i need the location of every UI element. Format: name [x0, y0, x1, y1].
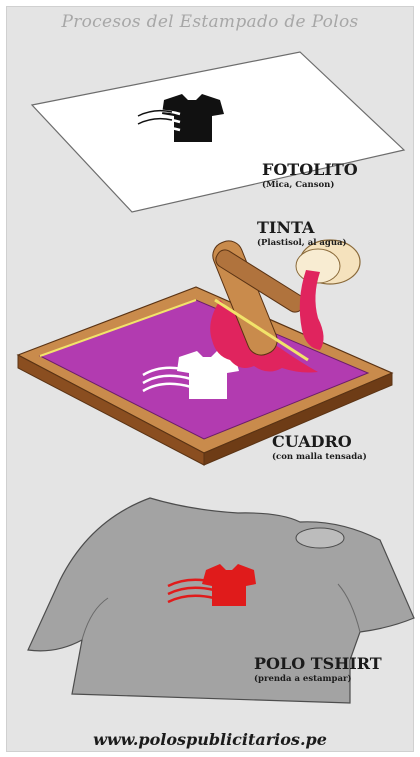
step-polo-detail: (prenda a estampar) — [254, 674, 382, 684]
step-polo: POLO TSHIRT (prenda a estampar) — [254, 654, 382, 684]
step-cuadro: CUADRO (con malla tensada) — [272, 432, 367, 462]
step-cuadro-detail: (con malla tensada) — [272, 452, 367, 462]
step-tinta-detail: (Plastisol, al agua) — [257, 238, 347, 248]
step-cuadro-name: CUADRO — [272, 432, 367, 451]
step-tinta: TINTA (Plastisol, al agua) — [257, 218, 347, 248]
step-fotolito: FOTOLITO (Mica, Canson) — [262, 160, 358, 190]
step-tinta-name: TINTA — [257, 218, 347, 237]
tinta-bucket — [296, 240, 360, 350]
step-fotolito-detail: (Mica, Canson) — [262, 180, 358, 190]
poster-title: Procesos del Estampado de Polos — [0, 12, 420, 32]
website-url: www.polospublicitarios.pe — [0, 730, 420, 749]
step-polo-name: POLO TSHIRT — [254, 654, 382, 673]
step-fotolito-name: FOTOLITO — [262, 160, 358, 179]
